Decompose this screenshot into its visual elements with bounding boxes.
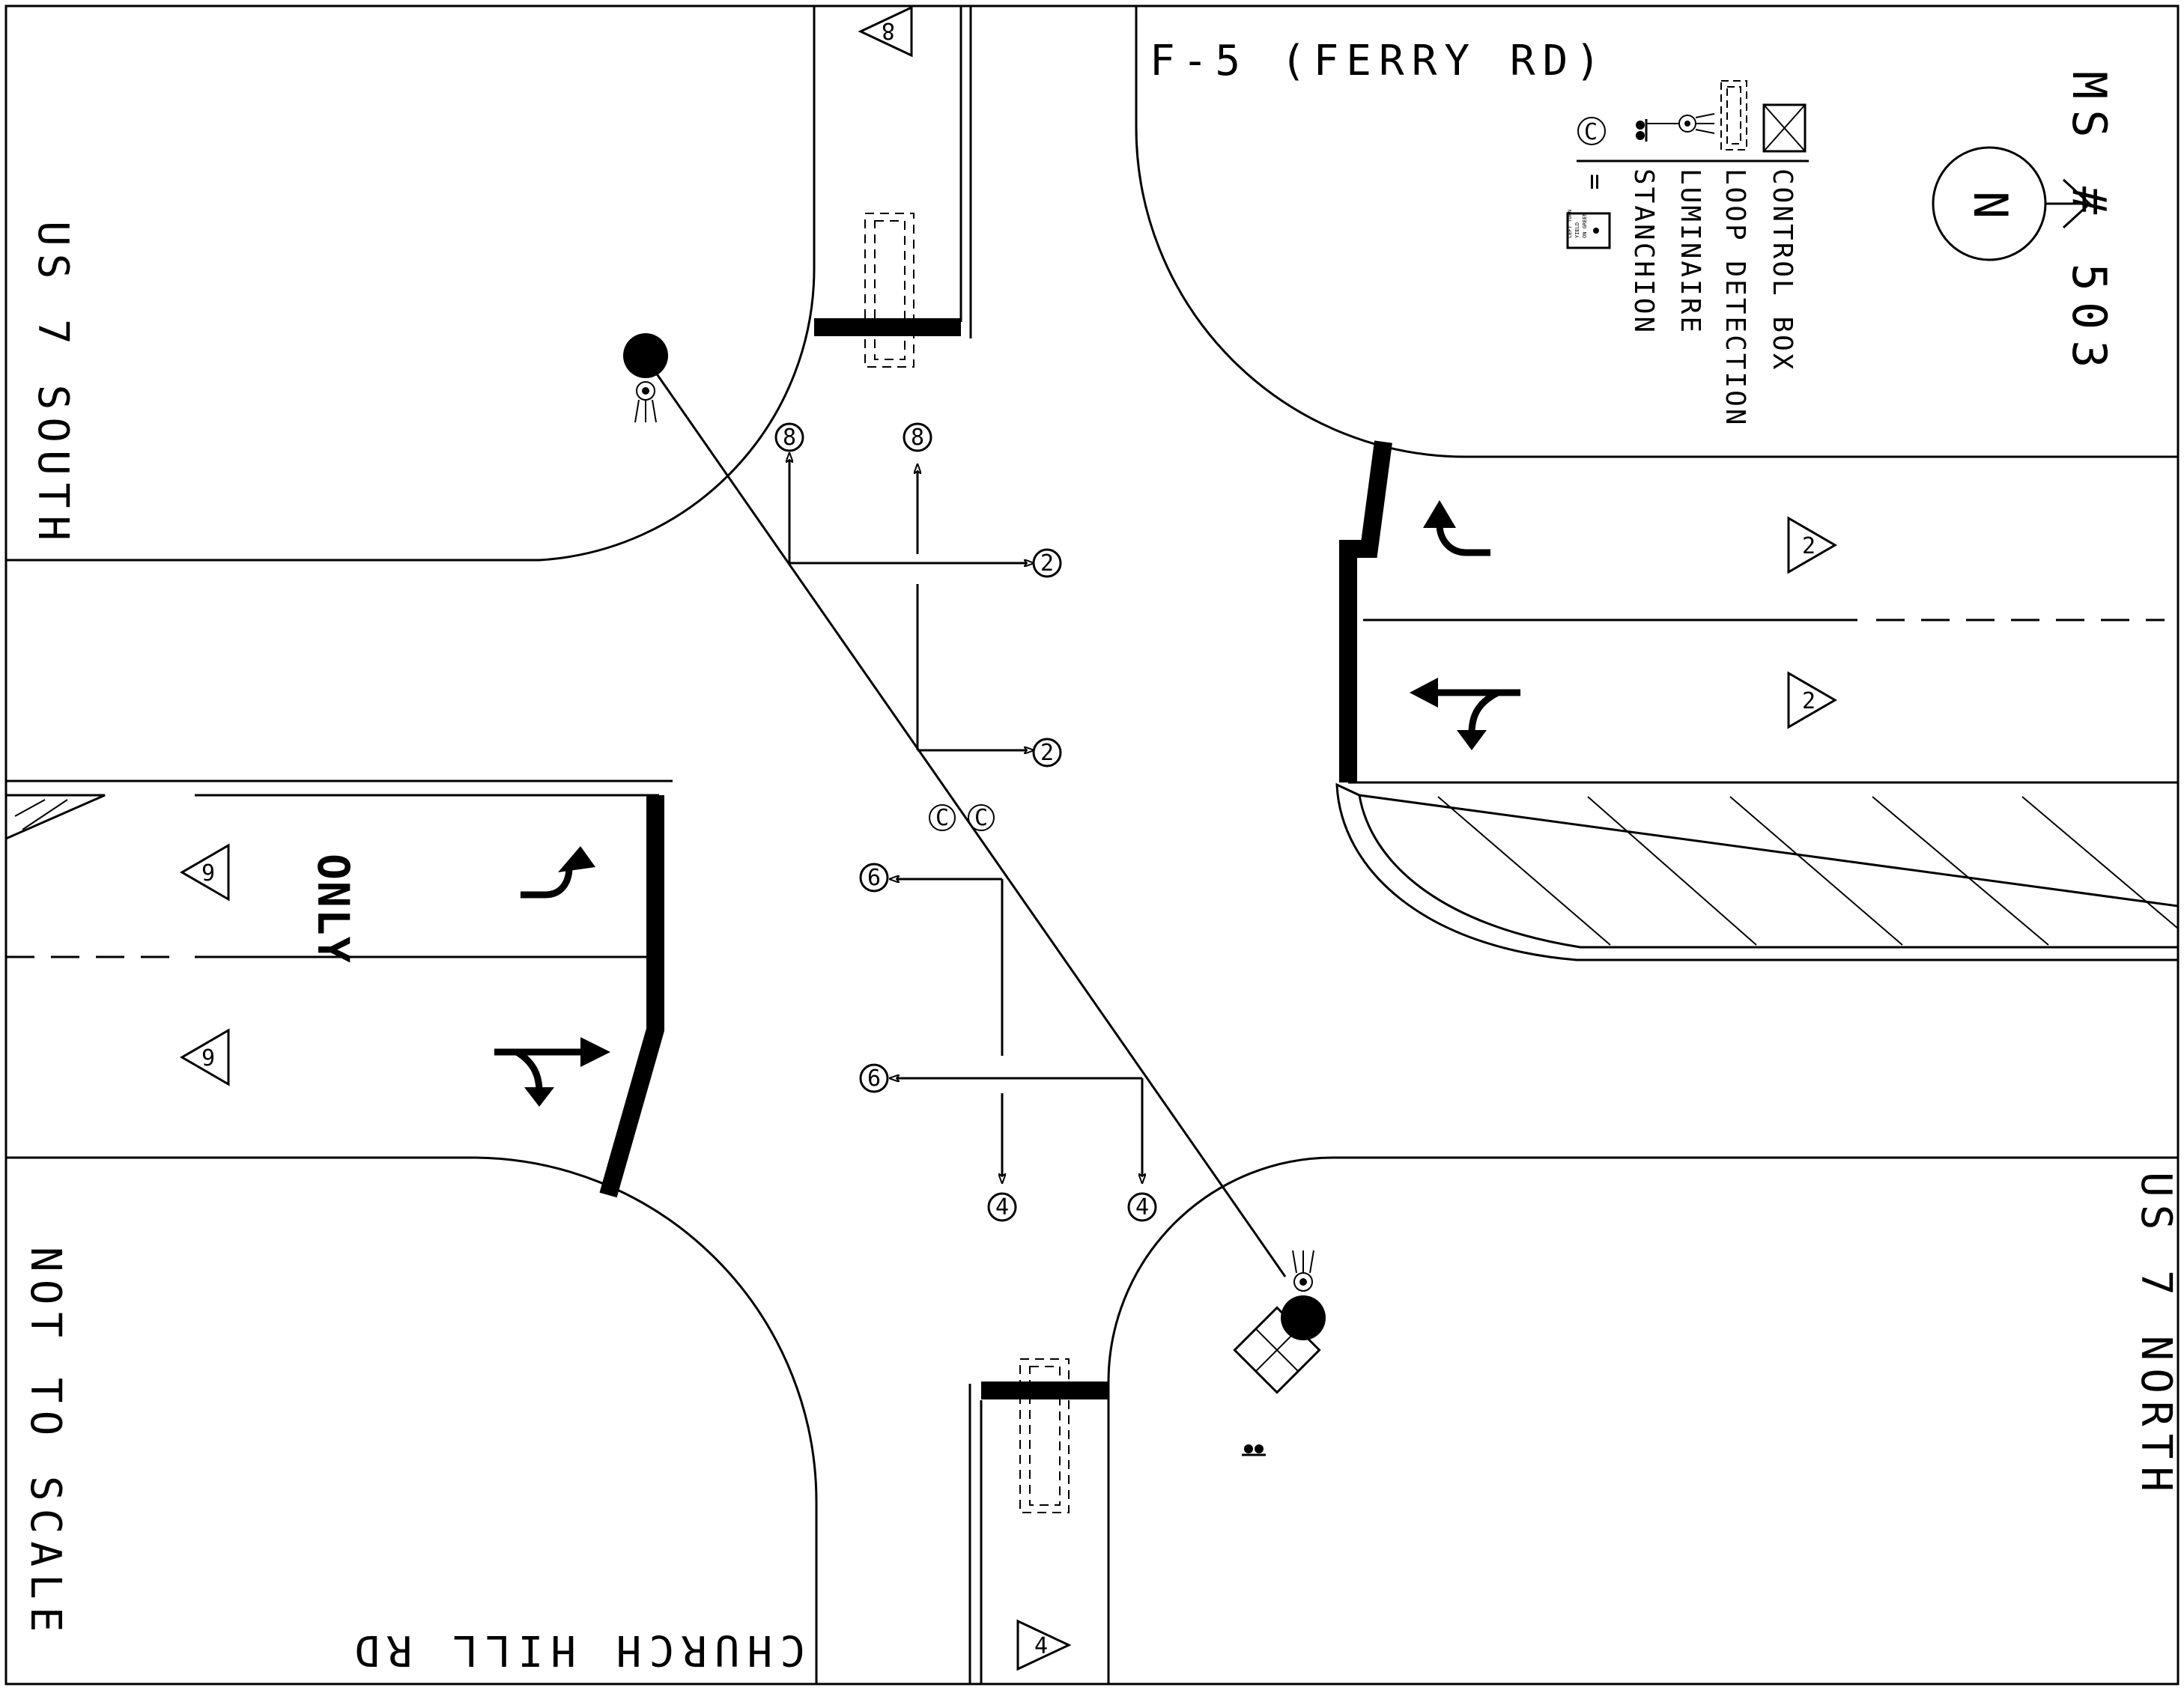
east-island-inner [1358, 794, 2178, 949]
legend-label: CONTROL BOX [1767, 168, 1798, 371]
phase-2-signal-head: 2 [1032, 548, 1062, 578]
phase-6-4-head-wiring [890, 879, 1142, 1183]
phase-2-signal-head: 2 [1032, 738, 1062, 768]
phase-8-signal-head: 8 [903, 422, 932, 452]
c-connector: C [968, 804, 995, 831]
south-approach: 4 [968, 1358, 1108, 1684]
svg-text:2: 2 [1040, 740, 1054, 766]
svg-text:8: 8 [783, 425, 796, 451]
west-phase-label: 6 [201, 1043, 215, 1069]
west-thru-right-arrow [494, 1037, 610, 1107]
span-wire [644, 357, 1287, 1277]
south-phase-label: 4 [1034, 1633, 1048, 1659]
legend-label: LUMINAIRE [1675, 168, 1705, 335]
west-phase-triangle: 6 [180, 1028, 230, 1086]
curb-lines [6, 6, 2178, 1684]
east-phase-label: 2 [1802, 533, 1816, 559]
north-phase-triangle: 8 [858, 5, 913, 58]
control-box-icon [1233, 1306, 1321, 1394]
phase-6-signal-head: 6 [859, 1063, 889, 1093]
east-phase-label: 2 [1802, 688, 1816, 714]
only-pavement-marking: ONLY [308, 854, 359, 964]
not-to-scale-note: NOT TO SCALE [21, 1247, 70, 1640]
island-hatching [1437, 796, 2179, 946]
curb-nw [6, 6, 816, 562]
west-phase-label: 6 [201, 858, 215, 884]
map-id-label: MS # 503 [2062, 71, 2117, 379]
svg-text:C: C [935, 805, 949, 831]
phase-6-signal-head: 6 [859, 863, 889, 893]
se-luminaire-icon [1292, 1250, 1314, 1292]
svg-text:ON GREEN: ON GREEN [1582, 213, 1588, 238]
east-stop-bar [1339, 440, 1392, 782]
svg-text:4: 4 [1135, 1194, 1149, 1221]
svg-text:2: 2 [1040, 550, 1054, 577]
road-label-church-hill-rd: CHURCH HILL RD [347, 1626, 805, 1674]
legend-control-box-icon [1762, 103, 1807, 153]
sheet-border [4, 4, 2180, 1686]
west-island-stub [4, 794, 106, 841]
road-label-us7-south: US 7 SOUTH [28, 221, 77, 548]
road-label-us7-north: US 7 NORTH [2132, 1172, 2180, 1499]
curb-se [1107, 1156, 2178, 1684]
c-connector: C [929, 804, 956, 831]
legend: CONTROL BOX LOOP DETECTION LUMINAIRE STA… [1566, 80, 1809, 427]
south-loop-detector [1029, 1366, 1061, 1506]
legend-label: LOOP DETECTION [1720, 168, 1750, 427]
road-label-ferry-rd: F-5 (FERRY RD) [1150, 37, 1608, 85]
svg-text:8: 8 [911, 425, 924, 451]
nw-luminaire-icon [634, 381, 657, 423]
north-arrow-icon: N [1932, 146, 2092, 261]
curb-ne [1135, 6, 2178, 458]
curb-sw [6, 1156, 818, 1684]
west-left-turn-arrow [521, 846, 595, 899]
south-loop-detector [1019, 1358, 1070, 1513]
legend-loop-detection-icon [1720, 80, 1747, 151]
legend-sign-icon: LEFT TURN YIELD ON GREEN [1566, 210, 1611, 249]
east-approach: 2 2 [1335, 440, 2180, 961]
nw-signal-pole [623, 333, 668, 378]
svg-text:C: C [974, 805, 988, 831]
svg-text:6: 6 [867, 865, 881, 891]
north-letter: N [1963, 191, 2018, 219]
west-stop-bar [599, 795, 664, 1198]
se-signal-pole [1281, 1295, 1326, 1340]
east-thru-left-arrow [1410, 678, 1520, 750]
span-wire-assembly: 8 8 2 2 C C [623, 333, 1326, 1456]
phase-4-signal-head: 4 [987, 1192, 1017, 1222]
north-approach: 8 [814, 5, 972, 368]
legend-equals: = [1580, 174, 1610, 192]
stanchion-icon [1242, 1444, 1266, 1456]
svg-text:YIELD: YIELD [1574, 222, 1580, 238]
svg-text:C: C [1584, 119, 1598, 145]
west-approach: ONLY 6 6 [4, 779, 673, 1198]
north-loop-detector [874, 220, 906, 360]
svg-text:6: 6 [867, 1066, 881, 1092]
legend-luminaire-icon [1646, 113, 1715, 134]
phase-8-signal-head: 8 [774, 422, 804, 452]
east-left-turn-arrow [1423, 500, 1490, 556]
svg-text:4: 4 [995, 1194, 1009, 1221]
east-phase-triangle: 2 [1787, 671, 1837, 729]
svg-text:LEFT TURN: LEFT TURN [1567, 210, 1573, 238]
south-phase-triangle: 4 [1016, 1619, 1072, 1671]
legend-c-symbol: C [1577, 117, 1606, 145]
north-phase-label: 8 [882, 17, 895, 43]
legend-label: STANCHION [1628, 168, 1659, 335]
phase-8-head-wiring [789, 453, 1034, 750]
east-phase-triangle: 2 [1787, 516, 1837, 574]
east-island-outline [1335, 782, 2180, 961]
west-phase-triangle: 6 [180, 843, 230, 902]
north-loop-detector [864, 213, 914, 368]
legend-stanchion-icon [1636, 119, 1648, 142]
phase-4-signal-head: 4 [1127, 1192, 1157, 1222]
